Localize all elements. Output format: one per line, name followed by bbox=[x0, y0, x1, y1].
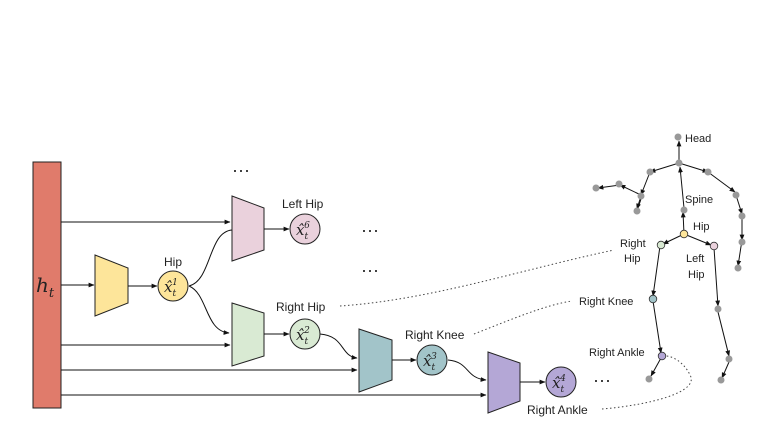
skeleton-label-right-hip-2: Hip bbox=[624, 253, 641, 265]
joint-hip bbox=[679, 229, 689, 239]
ellipsis-top: ··· bbox=[232, 160, 250, 180]
joint-left-hand-2 bbox=[633, 207, 641, 215]
ellipsis-right: ··· bbox=[593, 370, 611, 390]
label-right-ankle: Right Ankle bbox=[527, 403, 588, 417]
label-right-knee: Right Knee bbox=[405, 328, 465, 342]
joint-left-wrist bbox=[615, 180, 623, 188]
right-ankle-decoder bbox=[487, 351, 521, 414]
skeleton-label-left-hip-1: Left bbox=[686, 253, 704, 265]
input-connections bbox=[61, 219, 487, 398]
joint-left-ankle bbox=[725, 355, 733, 363]
joint-spine bbox=[680, 206, 688, 214]
label-left-hip: Left Hip bbox=[282, 197, 324, 211]
label-hip: Hip bbox=[164, 255, 182, 269]
output-left-hip: x̂t6 bbox=[289, 213, 321, 245]
dotted-links bbox=[339, 249, 692, 410]
skeleton-colored-joints bbox=[648, 229, 719, 361]
hip-decoder bbox=[94, 254, 129, 317]
ellipsis-mid-upper: ··· bbox=[361, 220, 379, 240]
left-hip-decoder bbox=[231, 195, 265, 262]
joint-right-hand bbox=[738, 238, 746, 246]
ellipsis-mid-lower: ··· bbox=[361, 260, 379, 280]
skeleton-label-hip: Hip bbox=[693, 221, 710, 233]
skeleton-label-head: Head bbox=[685, 133, 711, 145]
joint-neck bbox=[675, 159, 683, 167]
svg-text:x̂t6: x̂t6 bbox=[296, 221, 310, 242]
right-hip-decoder bbox=[231, 302, 265, 367]
joint-left-hand bbox=[592, 184, 600, 192]
output-hip: x̂t1 bbox=[157, 270, 189, 302]
joint-right-knee bbox=[648, 294, 658, 304]
skeleton-bones bbox=[597, 140, 745, 379]
right-knee-decoder bbox=[358, 328, 393, 393]
decoder-connections bbox=[128, 226, 546, 385]
joint-left-foot bbox=[717, 376, 725, 384]
skeleton-label-right-ankle: Right Ankle bbox=[589, 347, 645, 359]
joint-right-shoulder bbox=[704, 168, 712, 176]
label-right-hip: Right Hip bbox=[276, 300, 326, 314]
skeleton-label-right-knee: Right Knee bbox=[579, 296, 633, 308]
output-right-knee: x̂t3 bbox=[416, 344, 448, 376]
svg-text:x̂t3: x̂t3 bbox=[423, 352, 437, 373]
skeleton-label-right-hip-1: Right bbox=[620, 238, 646, 250]
joint-left-shoulder bbox=[646, 168, 654, 176]
hidden-state-bar bbox=[32, 161, 62, 409]
svg-text:x̂t1: x̂t1 bbox=[164, 278, 178, 299]
joint-left-hip bbox=[709, 241, 719, 251]
joint-head bbox=[674, 133, 682, 141]
skeleton-label-spine: Spine bbox=[685, 194, 713, 206]
skeleton-joints bbox=[592, 133, 746, 384]
svg-text:x̂t2: x̂t2 bbox=[296, 326, 310, 347]
joint-right-hip bbox=[656, 240, 666, 250]
joint-right-ankle bbox=[657, 351, 667, 361]
output-right-ankle: x̂t4 bbox=[545, 366, 577, 398]
joint-right-wrist bbox=[738, 212, 746, 220]
joint-right-elbow bbox=[732, 191, 740, 199]
skeleton-label-left-hip-2: Hip bbox=[688, 269, 705, 281]
svg-text:x̂t4: x̂t4 bbox=[552, 374, 566, 395]
joint-left-elbow bbox=[637, 192, 645, 200]
output-right-hip: x̂t2 bbox=[289, 318, 321, 350]
hidden-state-label: ht bbox=[36, 273, 55, 301]
joint-left-knee bbox=[714, 305, 722, 313]
joint-right-foot bbox=[645, 375, 653, 383]
joint-right-hand-2 bbox=[734, 264, 742, 272]
